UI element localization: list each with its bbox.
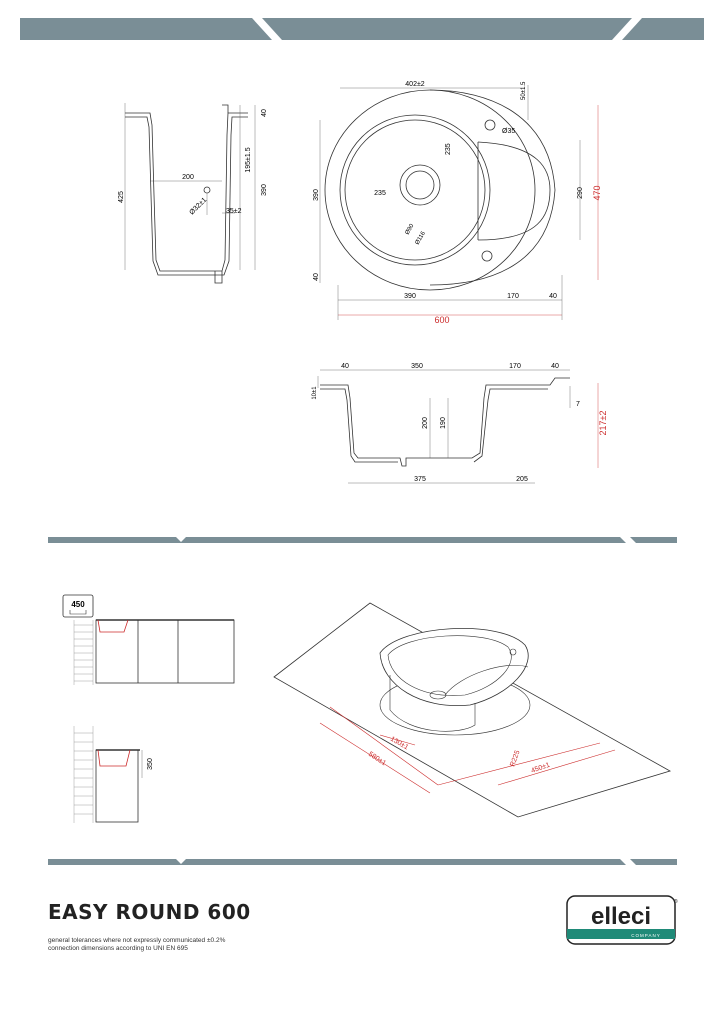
side-dim-width: 200 bbox=[182, 174, 194, 181]
sec-dim-t170: 170 bbox=[509, 363, 521, 370]
registered-mark: ® bbox=[674, 898, 678, 905]
note-line-2: connection dimensions according to UNI E… bbox=[48, 945, 188, 952]
sec-dim-d190: 190 bbox=[440, 417, 447, 429]
top-dim-bowl: 402±2 bbox=[405, 81, 425, 88]
top-dim-tap-hole: Ø35 bbox=[502, 128, 515, 135]
sec-dim-r217: 217±2 bbox=[598, 411, 608, 436]
sec-dim-left10: 10±1 bbox=[312, 386, 318, 400]
sec-dim-r7: 7 bbox=[576, 401, 580, 408]
note-line-1: general tolerances where not expressly c… bbox=[48, 937, 226, 944]
side-view-drawing: 425 40 195±1.5 390 200 Ø32±1 35±2 bbox=[118, 103, 268, 284]
top-dim-r470: 470 bbox=[592, 185, 602, 200]
cabinet-front-drawing: 450 bbox=[62, 594, 235, 685]
side-dim-total: 425 bbox=[118, 191, 125, 203]
top-dim-b600: 600 bbox=[434, 315, 449, 325]
top-dim-tap-offset: 50±1.5 bbox=[521, 81, 527, 100]
sec-dim-t350: 350 bbox=[411, 363, 423, 370]
side-dim-offset: 35±2 bbox=[226, 208, 242, 215]
cabinet-label: 450 bbox=[71, 600, 85, 609]
top-dim-drain116: Ø116 bbox=[415, 230, 428, 246]
top-dim-b170: 170 bbox=[507, 293, 519, 300]
tolerance-notes: general tolerances where not expressly c… bbox=[48, 937, 225, 953]
sec-dim-t40b: 40 bbox=[551, 363, 559, 370]
cut-dim-r225: R225 bbox=[509, 749, 521, 767]
side-dim-hole: Ø32±1 bbox=[188, 197, 208, 217]
side-dim-depth-tol: 195±1.5 bbox=[245, 147, 252, 172]
top-view-drawing: 402±2 50±1.5 Ø35 235 235 Ø90 Ø116 390 40… bbox=[313, 81, 602, 325]
brand-name: elleci bbox=[591, 903, 651, 930]
top-dim-r290: 290 bbox=[577, 187, 584, 199]
side-dim-depth: 390 bbox=[261, 184, 268, 196]
cut-dim-450: 450±1 bbox=[530, 762, 551, 775]
top-dim-h390: 390 bbox=[313, 189, 320, 201]
sec-dim-d200: 200 bbox=[422, 417, 429, 429]
sec-dim-t40a: 40 bbox=[341, 363, 349, 370]
section-view-drawing: 40 350 170 40 10±1 200 190 7 217±2 375 2… bbox=[312, 363, 608, 484]
top-dim-h235: 235 bbox=[374, 190, 386, 197]
sec-dim-b205: 205 bbox=[516, 476, 528, 483]
cabinet-height: 350 bbox=[147, 758, 154, 770]
top-dim-b40: 40 bbox=[549, 293, 557, 300]
elleci-logo: elleci COMPANY ® bbox=[566, 895, 678, 945]
isometric-cutout-drawing: 130±1 580±1 R225 450±1 bbox=[273, 602, 672, 818]
brand-tagline: COMPANY bbox=[631, 933, 660, 938]
cut-dim-580: 580±1 bbox=[367, 751, 387, 768]
section-divider-band bbox=[48, 537, 677, 543]
top-dim-b390: 390 bbox=[404, 293, 416, 300]
top-dim-h40: 40 bbox=[313, 273, 320, 281]
product-title: EASY ROUND 600 bbox=[48, 900, 251, 924]
side-dim-top: 40 bbox=[261, 109, 268, 117]
cabinet-side-drawing: 350 bbox=[73, 726, 154, 823]
top-dim-drain90: Ø90 bbox=[405, 223, 416, 236]
sec-dim-b375: 375 bbox=[414, 476, 426, 483]
top-dim-v235: 235 bbox=[445, 143, 452, 155]
top-header-band bbox=[20, 18, 704, 40]
footer-divider-band bbox=[48, 859, 677, 865]
